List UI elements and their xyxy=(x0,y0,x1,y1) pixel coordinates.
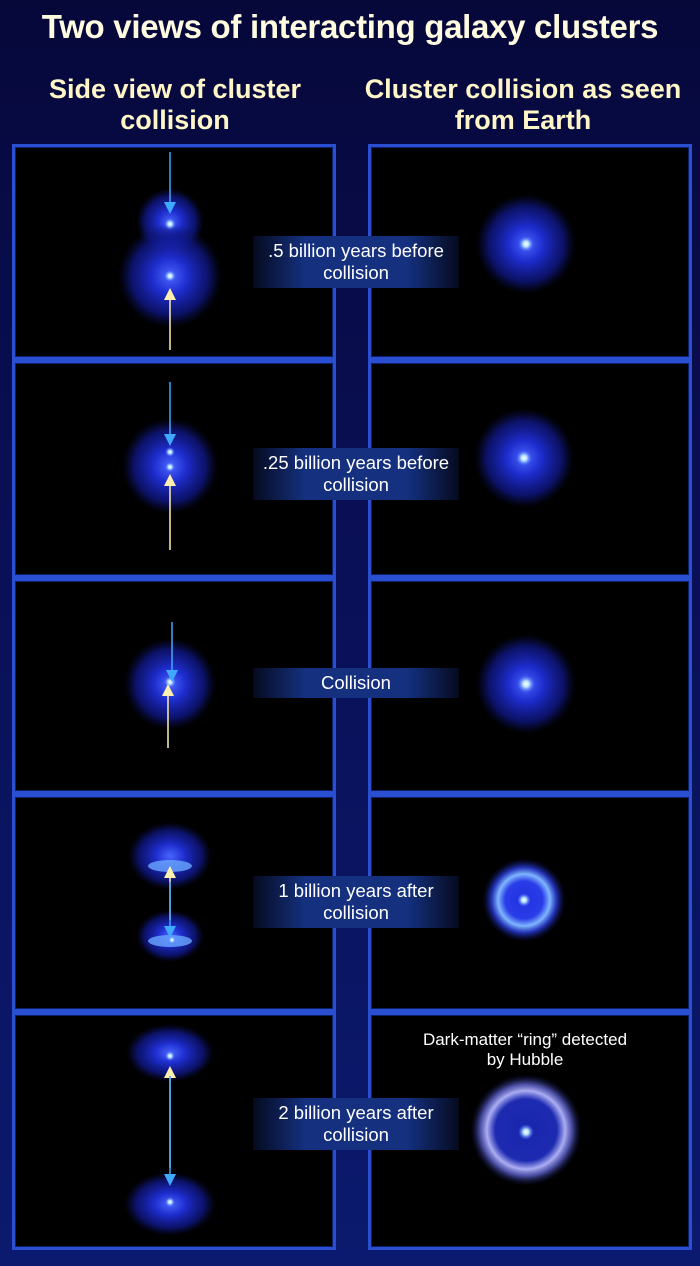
stage-label-5: 2 billion years after collision xyxy=(253,1098,459,1150)
hubble-ring-annotation: Dark-matter “ring” detected by Hubble xyxy=(422,1030,628,1069)
side-clusters-stage-2 xyxy=(122,382,218,550)
earth-cluster-stage-1 xyxy=(476,194,576,294)
earth-cluster-stage-2 xyxy=(474,408,574,508)
side-clusters-stage-5 xyxy=(124,1024,216,1236)
right-column-heading: Cluster collision as seen from Earth xyxy=(364,74,682,135)
side-clusters-stage-1 xyxy=(118,152,222,350)
side-clusters-stage-3 xyxy=(124,622,216,748)
stage-label-2: .25 billion years before collision xyxy=(253,448,459,500)
side-clusters-stage-4 xyxy=(128,822,212,962)
stage-label-1: .5 billion years before collision xyxy=(253,236,459,288)
stage-label-3: Collision xyxy=(253,668,459,698)
stage-label-4: 1 billion years after collision xyxy=(253,876,459,928)
earth-cluster-stage-5 xyxy=(470,1074,582,1186)
left-column-heading: Side view of cluster collision xyxy=(48,74,302,135)
page-title: Two views of interacting galaxy clusters xyxy=(41,8,659,45)
earth-cluster-stage-3 xyxy=(476,634,576,734)
earth-cluster-stage-4 xyxy=(482,858,566,942)
